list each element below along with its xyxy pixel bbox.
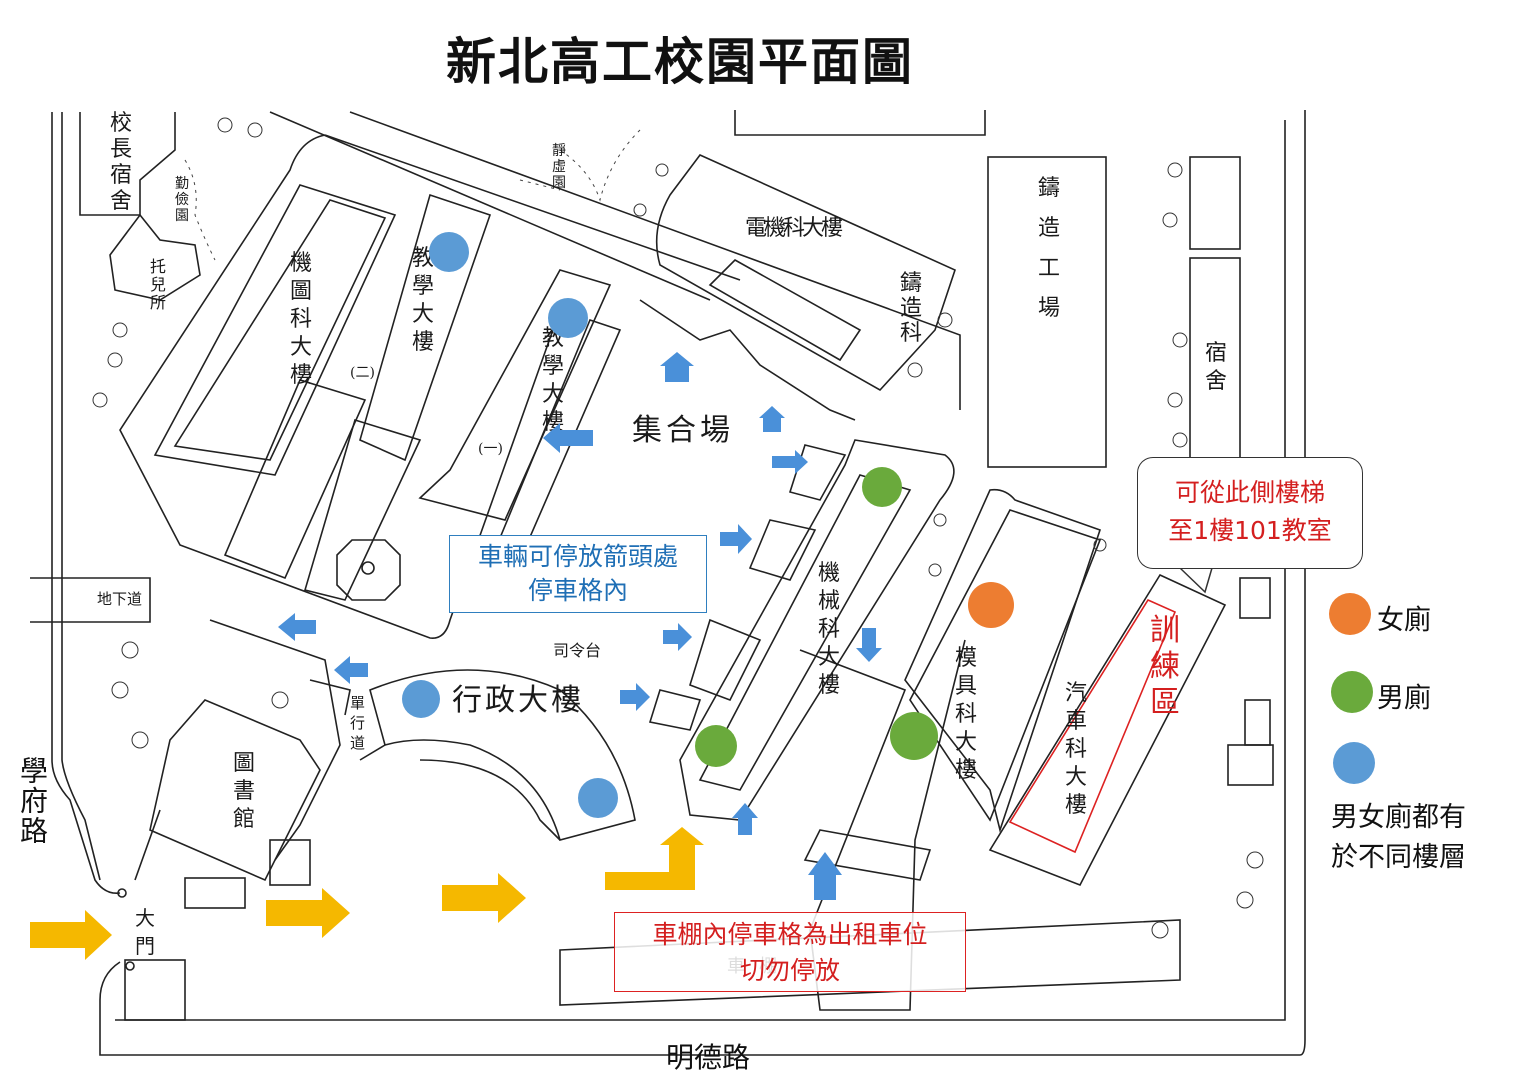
label-foundry: 鑄造工場 <box>1038 176 1060 321</box>
label-drafting-building: 機圖科大樓 <box>290 251 312 388</box>
label-jingxu-garden: 靜虛園 <box>552 143 566 191</box>
label-underpass: 地下道 <box>97 590 142 608</box>
teaching1-outline <box>418 269 612 521</box>
arrow-right <box>663 623 692 651</box>
label-library: 圖書館 <box>233 751 255 832</box>
arrow-right <box>442 873 526 923</box>
label-main-gate: 大門 <box>135 906 155 958</box>
principal-dorm-outline <box>79 112 176 216</box>
arrow-up <box>660 352 694 382</box>
label-electrical-building: 電機科大樓 <box>745 216 843 241</box>
upper-road <box>349 111 961 410</box>
arrow-turn-up <box>605 827 704 890</box>
auto-building-outline <box>988 573 1227 887</box>
arrow-left <box>543 423 593 453</box>
restroom-male <box>862 467 902 507</box>
arrow-up <box>759 406 785 432</box>
restroom-both <box>578 778 618 818</box>
arrow-up <box>808 852 842 900</box>
label-principal-dorm: 校長宿舍 <box>110 111 132 214</box>
label-kindergarten: 托兒所 <box>150 257 166 312</box>
training-area-outline <box>1008 598 1177 854</box>
label-teaching1-no: (一) <box>478 441 503 457</box>
foundry-outline <box>987 156 1107 468</box>
parking-note: 車輛可停放箭頭處 停車格內 <box>449 535 707 613</box>
restroom-female <box>968 582 1014 628</box>
bike-shed-outline <box>559 919 1181 1006</box>
label-teaching2-no: (二) <box>350 365 375 381</box>
legend-both-label: 男女廁都有 於不同樓層 <box>1331 802 1466 873</box>
garden-paths <box>184 129 641 261</box>
label-teaching2: 教學大樓 <box>412 246 434 355</box>
electrical-building-outline <box>655 154 956 392</box>
restroom-both <box>548 298 588 338</box>
stair-callout: 可從此側樓梯 至1樓101教室 <box>1137 457 1363 569</box>
label-auto-building: 汽車科大樓 <box>1065 681 1087 818</box>
map-title: 新北高工校園平面圖 <box>446 32 914 91</box>
arrow-down <box>856 628 882 662</box>
label-podium: 司令台 <box>553 641 601 660</box>
label-mold-building: 模具科大樓 <box>955 646 977 783</box>
label-mechanical-building: 機械科大樓 <box>818 561 840 698</box>
label-qinjian-garden: 勤儉園 <box>175 176 189 224</box>
arrow-right <box>30 910 112 960</box>
library-outline <box>149 699 321 882</box>
restroom-male <box>695 725 737 767</box>
mold-building-outline <box>904 488 1102 833</box>
rental-note: 車棚內停車格為出租車位 切勿停放 <box>614 912 966 992</box>
arrow-right <box>266 888 350 938</box>
label-training-area: 訓練區 <box>1150 613 1180 720</box>
legend-female-dot <box>1329 593 1371 635</box>
parking-arrows-blue <box>278 352 882 900</box>
arrow-right <box>720 524 752 554</box>
arrow-left <box>278 613 316 641</box>
teaching-block <box>119 134 741 639</box>
legend-male-dot <box>1331 671 1373 713</box>
arrow-up <box>732 803 758 835</box>
label-casting-dept: 鑄造科 <box>900 271 922 346</box>
arrow-right <box>772 450 808 474</box>
trees <box>92 117 1264 939</box>
legend-both-dot <box>1333 742 1375 784</box>
arrow-right <box>620 683 650 711</box>
road-mingde: 明德路 <box>666 1041 751 1074</box>
campus-boundary <box>51 110 1306 1056</box>
arrow-left <box>334 656 368 684</box>
label-admin-building: 行政大樓 <box>452 683 581 718</box>
label-assembly: 集合場 <box>632 413 730 448</box>
callout-tail <box>1179 567 1213 594</box>
restroom-male <box>890 712 938 760</box>
legend-male-label: 男廁 <box>1377 683 1431 714</box>
drafting-building-outline <box>153 184 397 476</box>
road-xuefu: 學府路 <box>16 756 49 846</box>
entry-arrows-yellow <box>30 827 704 960</box>
restroom-both <box>429 232 469 272</box>
legend-dots <box>1329 593 1375 784</box>
mechanical-building-outline <box>679 439 955 821</box>
label-dorm: 宿舍 <box>1205 341 1227 394</box>
admin-building-outline <box>369 669 636 841</box>
legend-female-label: 女廁 <box>1377 605 1431 636</box>
label-teaching1: 教學大樓 <box>542 326 564 435</box>
teaching2-outline <box>359 193 492 462</box>
restroom-markers <box>402 232 1014 818</box>
label-one-way: 單行道 <box>350 694 365 752</box>
restroom-both <box>402 680 440 718</box>
